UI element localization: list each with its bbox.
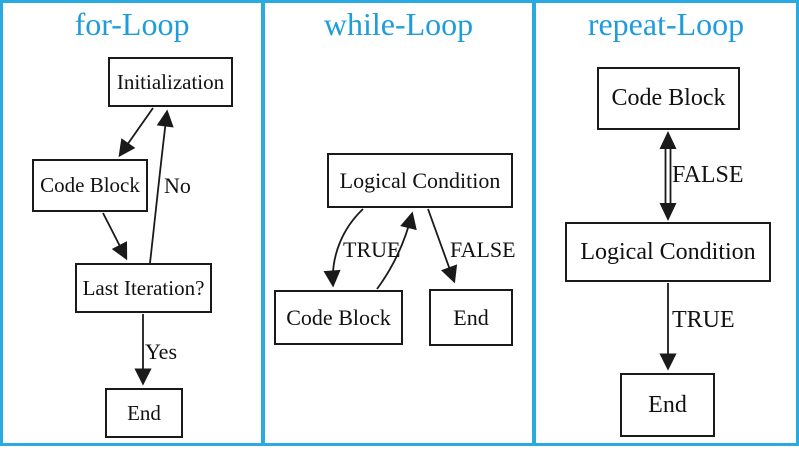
edge-label-true-while: TRUE — [343, 237, 401, 262]
panel-divider-2 — [532, 0, 536, 446]
node-initialization: Initialization — [108, 57, 233, 107]
edge-label-false-repeat: FALSE — [672, 162, 744, 188]
node-code-block-for: Code Block — [32, 159, 148, 212]
node-end-while: End — [429, 289, 513, 346]
node-code-block-while: Code Block — [274, 290, 403, 345]
edge-label-yes: Yes — [145, 339, 178, 364]
node-logical-condition-while: Logical Condition — [327, 153, 513, 208]
edge-label-false-while: FALSE — [450, 237, 516, 262]
edge-label-no: No — [164, 173, 191, 198]
node-last-iteration: Last Iteration? — [75, 263, 212, 313]
node-code-block-repeat: Code Block — [597, 67, 740, 130]
panel-divider-1 — [261, 0, 265, 446]
repeat-loop-title: repeat-Loop — [587, 6, 745, 42]
while-loop-title: while-Loop — [323, 6, 474, 42]
for-loop-title: for-Loop — [74, 6, 190, 42]
node-end-for: End — [105, 388, 183, 438]
edge-label-true-repeat: TRUE — [672, 307, 735, 333]
node-end-repeat: End — [620, 373, 715, 437]
node-logical-condition-repeat: Logical Condition — [565, 222, 771, 282]
